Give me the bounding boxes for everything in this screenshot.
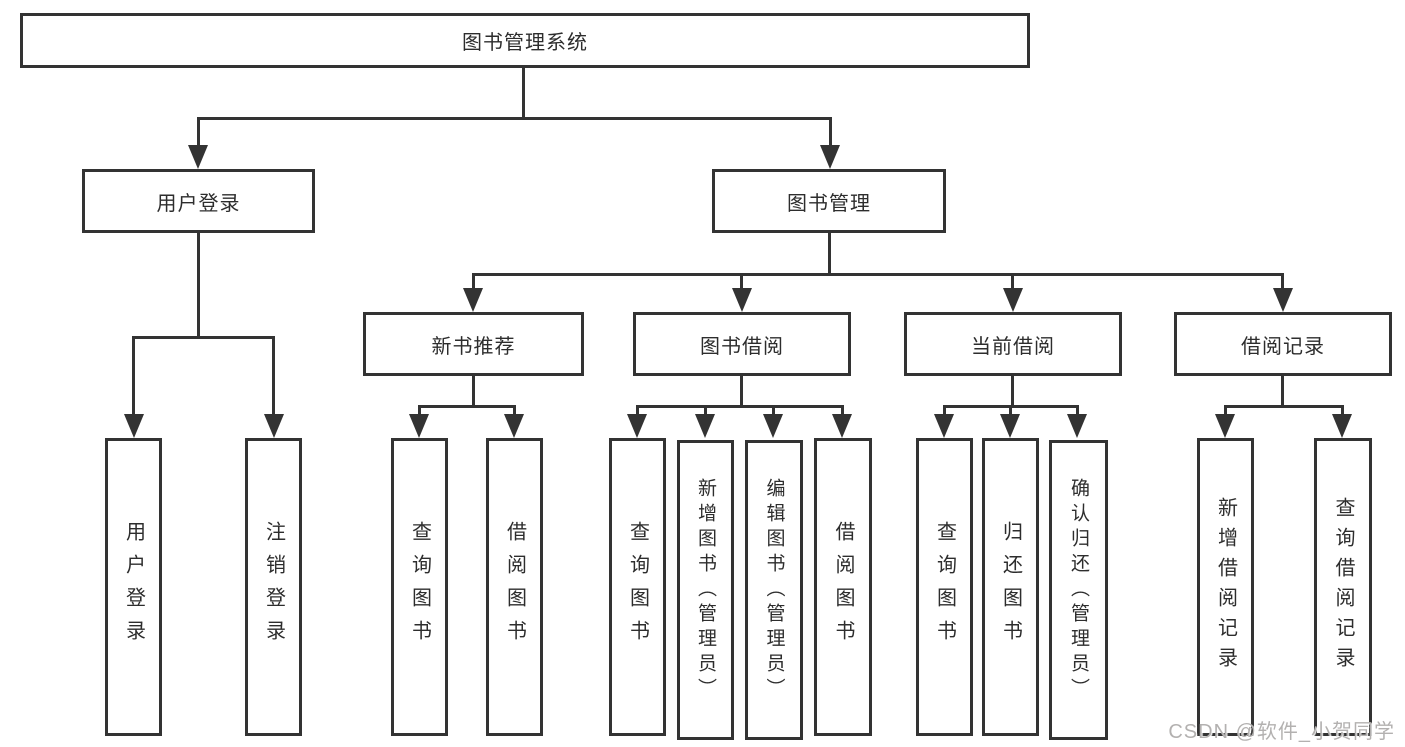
leaf-logout: 注销登录	[245, 438, 302, 736]
leaf-return-book: 归还图书	[982, 438, 1039, 736]
leaf-confirm-return-admin: 确认归还（管理员）	[1049, 440, 1108, 740]
arrow-down-icon	[1000, 414, 1020, 438]
connector-line	[132, 336, 275, 339]
arrow-down-icon	[934, 414, 954, 438]
connector-line	[1076, 405, 1079, 414]
leaf-add-borrow-record: 新增借阅记录	[1197, 438, 1254, 736]
connector-line	[1224, 405, 1344, 408]
arrow-down-icon	[1003, 288, 1023, 312]
connector-line	[1281, 273, 1284, 288]
connector-line	[829, 117, 832, 145]
connector-line	[472, 273, 475, 288]
arrow-down-icon	[409, 414, 429, 438]
watermark: CSDN @软件_小贺同学	[1168, 721, 1395, 743]
connector-line	[1281, 376, 1284, 405]
connector-line	[418, 405, 516, 408]
connector-line	[636, 405, 639, 414]
connector-line	[841, 405, 844, 414]
connector-line	[197, 117, 200, 145]
connector-line	[1009, 405, 1012, 414]
leaf-user-login: 用户登录	[105, 438, 162, 736]
node-book-management: 图书管理	[712, 169, 946, 233]
leaf-query-books-recommend: 查询图书	[391, 438, 448, 736]
arrow-down-icon	[1332, 414, 1352, 438]
connector-line	[740, 376, 743, 405]
arrow-down-icon	[763, 414, 783, 438]
connector-line	[272, 336, 275, 414]
connector-line	[1224, 405, 1227, 414]
connector-line	[472, 376, 475, 405]
node-borrow-records-label: 借阅记录	[1241, 335, 1325, 358]
arrow-down-icon	[1215, 414, 1235, 438]
arrow-down-icon	[627, 414, 647, 438]
leaf-query-books-borrow: 查询图书	[609, 438, 666, 736]
arrow-down-icon	[820, 145, 840, 169]
arrow-down-icon	[1273, 288, 1293, 312]
connector-line	[636, 405, 844, 408]
node-current-borrow-label: 当前借阅	[971, 335, 1055, 358]
leaf-query-borrow-record: 查询借阅记录	[1314, 438, 1372, 736]
leaf-borrow-books-borrow: 借阅图书	[814, 438, 872, 736]
arrow-down-icon	[504, 414, 524, 438]
node-library-system: 图书管理系统	[20, 13, 1030, 68]
leaf-borrow-books-recommend: 借阅图书	[486, 438, 543, 736]
node-book-management-label: 图书管理	[787, 192, 871, 215]
connector-line	[1011, 376, 1014, 405]
node-book-borrow: 图书借阅	[633, 312, 851, 376]
node-borrow-records: 借阅记录	[1174, 312, 1392, 376]
arrow-down-icon	[188, 145, 208, 169]
connector-line	[418, 405, 421, 414]
connector-line	[1011, 273, 1014, 288]
leaf-add-book-admin: 新增图书（管理员）	[677, 440, 734, 740]
connector-line	[522, 68, 525, 117]
leaf-query-books-current: 查询图书	[916, 438, 973, 736]
connector-line	[132, 336, 135, 414]
node-user-login: 用户登录	[82, 169, 315, 233]
arrow-down-icon	[1067, 414, 1087, 438]
connector-line	[1341, 405, 1344, 414]
connector-line	[740, 273, 743, 288]
node-new-book-recommend: 新书推荐	[363, 312, 584, 376]
connector-line	[513, 405, 516, 414]
arrow-down-icon	[124, 414, 144, 438]
node-current-borrow: 当前借阅	[904, 312, 1122, 376]
connector-line	[197, 233, 200, 336]
connector-line	[704, 405, 707, 414]
arrow-down-icon	[832, 414, 852, 438]
leaf-edit-book-admin: 编辑图书（管理员）	[745, 440, 803, 740]
arrow-down-icon	[463, 288, 483, 312]
connector-line	[943, 405, 946, 414]
connector-line	[472, 273, 1284, 276]
connector-line	[197, 117, 832, 120]
node-book-borrow-label: 图书借阅	[700, 335, 784, 358]
node-user-login-label: 用户登录	[156, 192, 241, 215]
node-library-system-label: 图书管理系统	[462, 32, 588, 54]
connector-line	[828, 233, 831, 273]
arrow-down-icon	[732, 288, 752, 312]
arrow-down-icon	[264, 414, 284, 438]
arrow-down-icon	[695, 414, 715, 438]
node-new-book-recommend-label: 新书推荐	[431, 335, 516, 358]
connector-line	[772, 405, 775, 414]
